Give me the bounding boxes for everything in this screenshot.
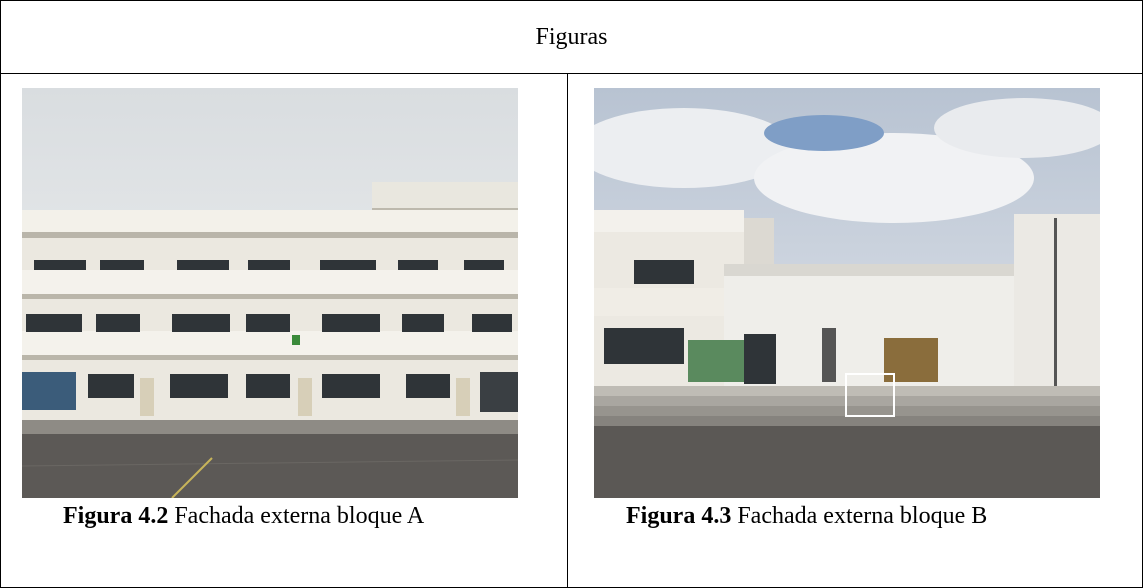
table-header: Figuras xyxy=(1,1,1142,74)
photo-block-b xyxy=(594,88,1100,498)
caption-block-a-text: Fachada externa bloque A xyxy=(168,503,425,529)
column-divider xyxy=(567,73,568,588)
photo-block-a xyxy=(22,88,518,498)
caption-block-a: Figura 4.2 Fachada externa bloque A xyxy=(63,503,424,530)
caption-block-b-number: Figura 4.3 xyxy=(626,503,732,529)
caption-block-b-text: Fachada externa bloque B xyxy=(731,503,988,529)
caption-block-a-number: Figura 4.2 xyxy=(63,503,169,529)
table-header-title: Figuras xyxy=(535,23,608,50)
caption-block-b: Figura 4.3 Fachada externa bloque B xyxy=(626,503,987,530)
